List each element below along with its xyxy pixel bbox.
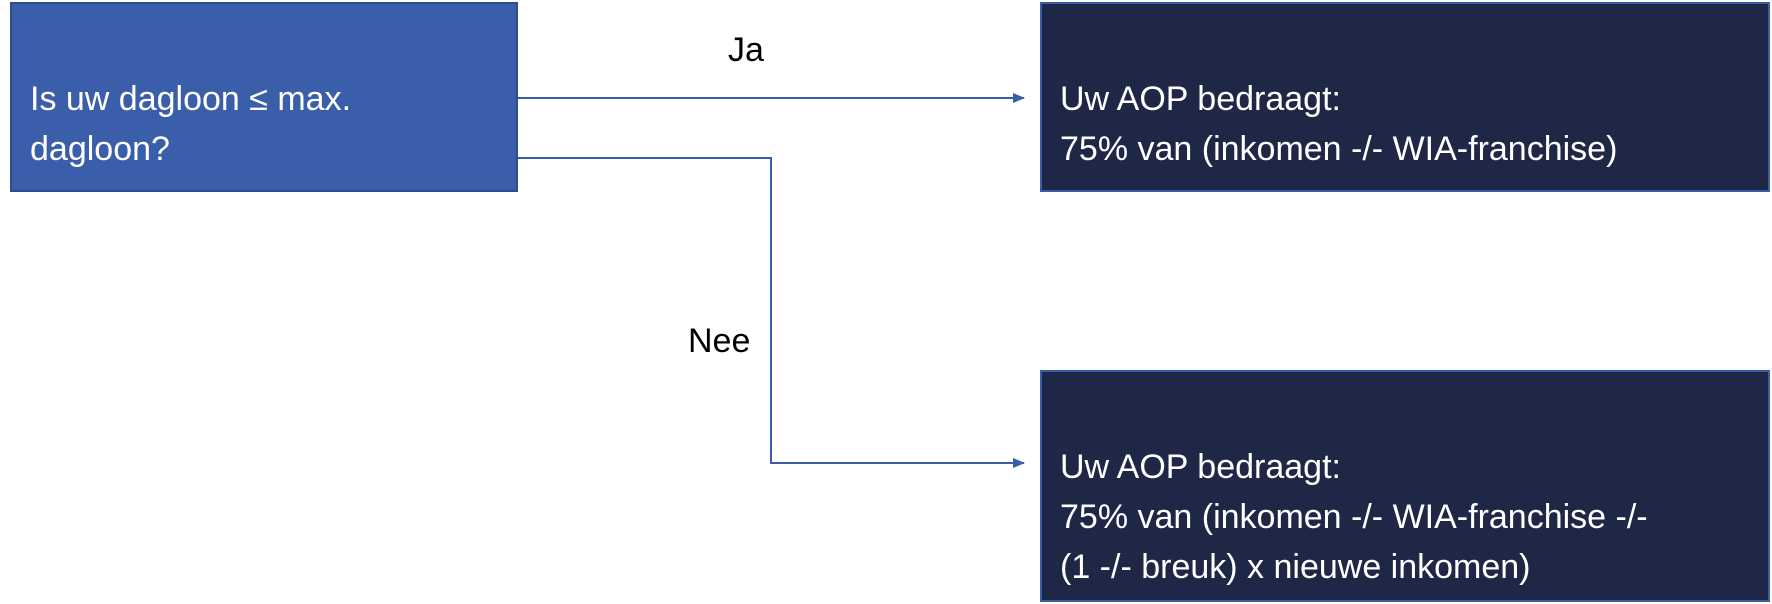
result-yes-text: Uw AOP bedraagt: 75% van (inkomen -/- WI… xyxy=(1060,80,1618,168)
result-no-text: Uw AOP bedraagt: 75% van (inkomen -/- WI… xyxy=(1060,448,1648,586)
result-yes-box: Uw AOP bedraagt: 75% van (inkomen -/- WI… xyxy=(1040,2,1770,192)
question-box: Is uw dagloon ≤ max. dagloon? xyxy=(10,2,518,192)
connector-no xyxy=(518,157,1025,468)
branch-label-no: Nee xyxy=(688,322,751,360)
result-no-box: Uw AOP bedraagt: 75% van (inkomen -/- WI… xyxy=(1040,370,1770,602)
question-text: Is uw dagloon ≤ max. dagloon? xyxy=(30,80,352,168)
branch-label-yes: Ja xyxy=(728,31,764,69)
